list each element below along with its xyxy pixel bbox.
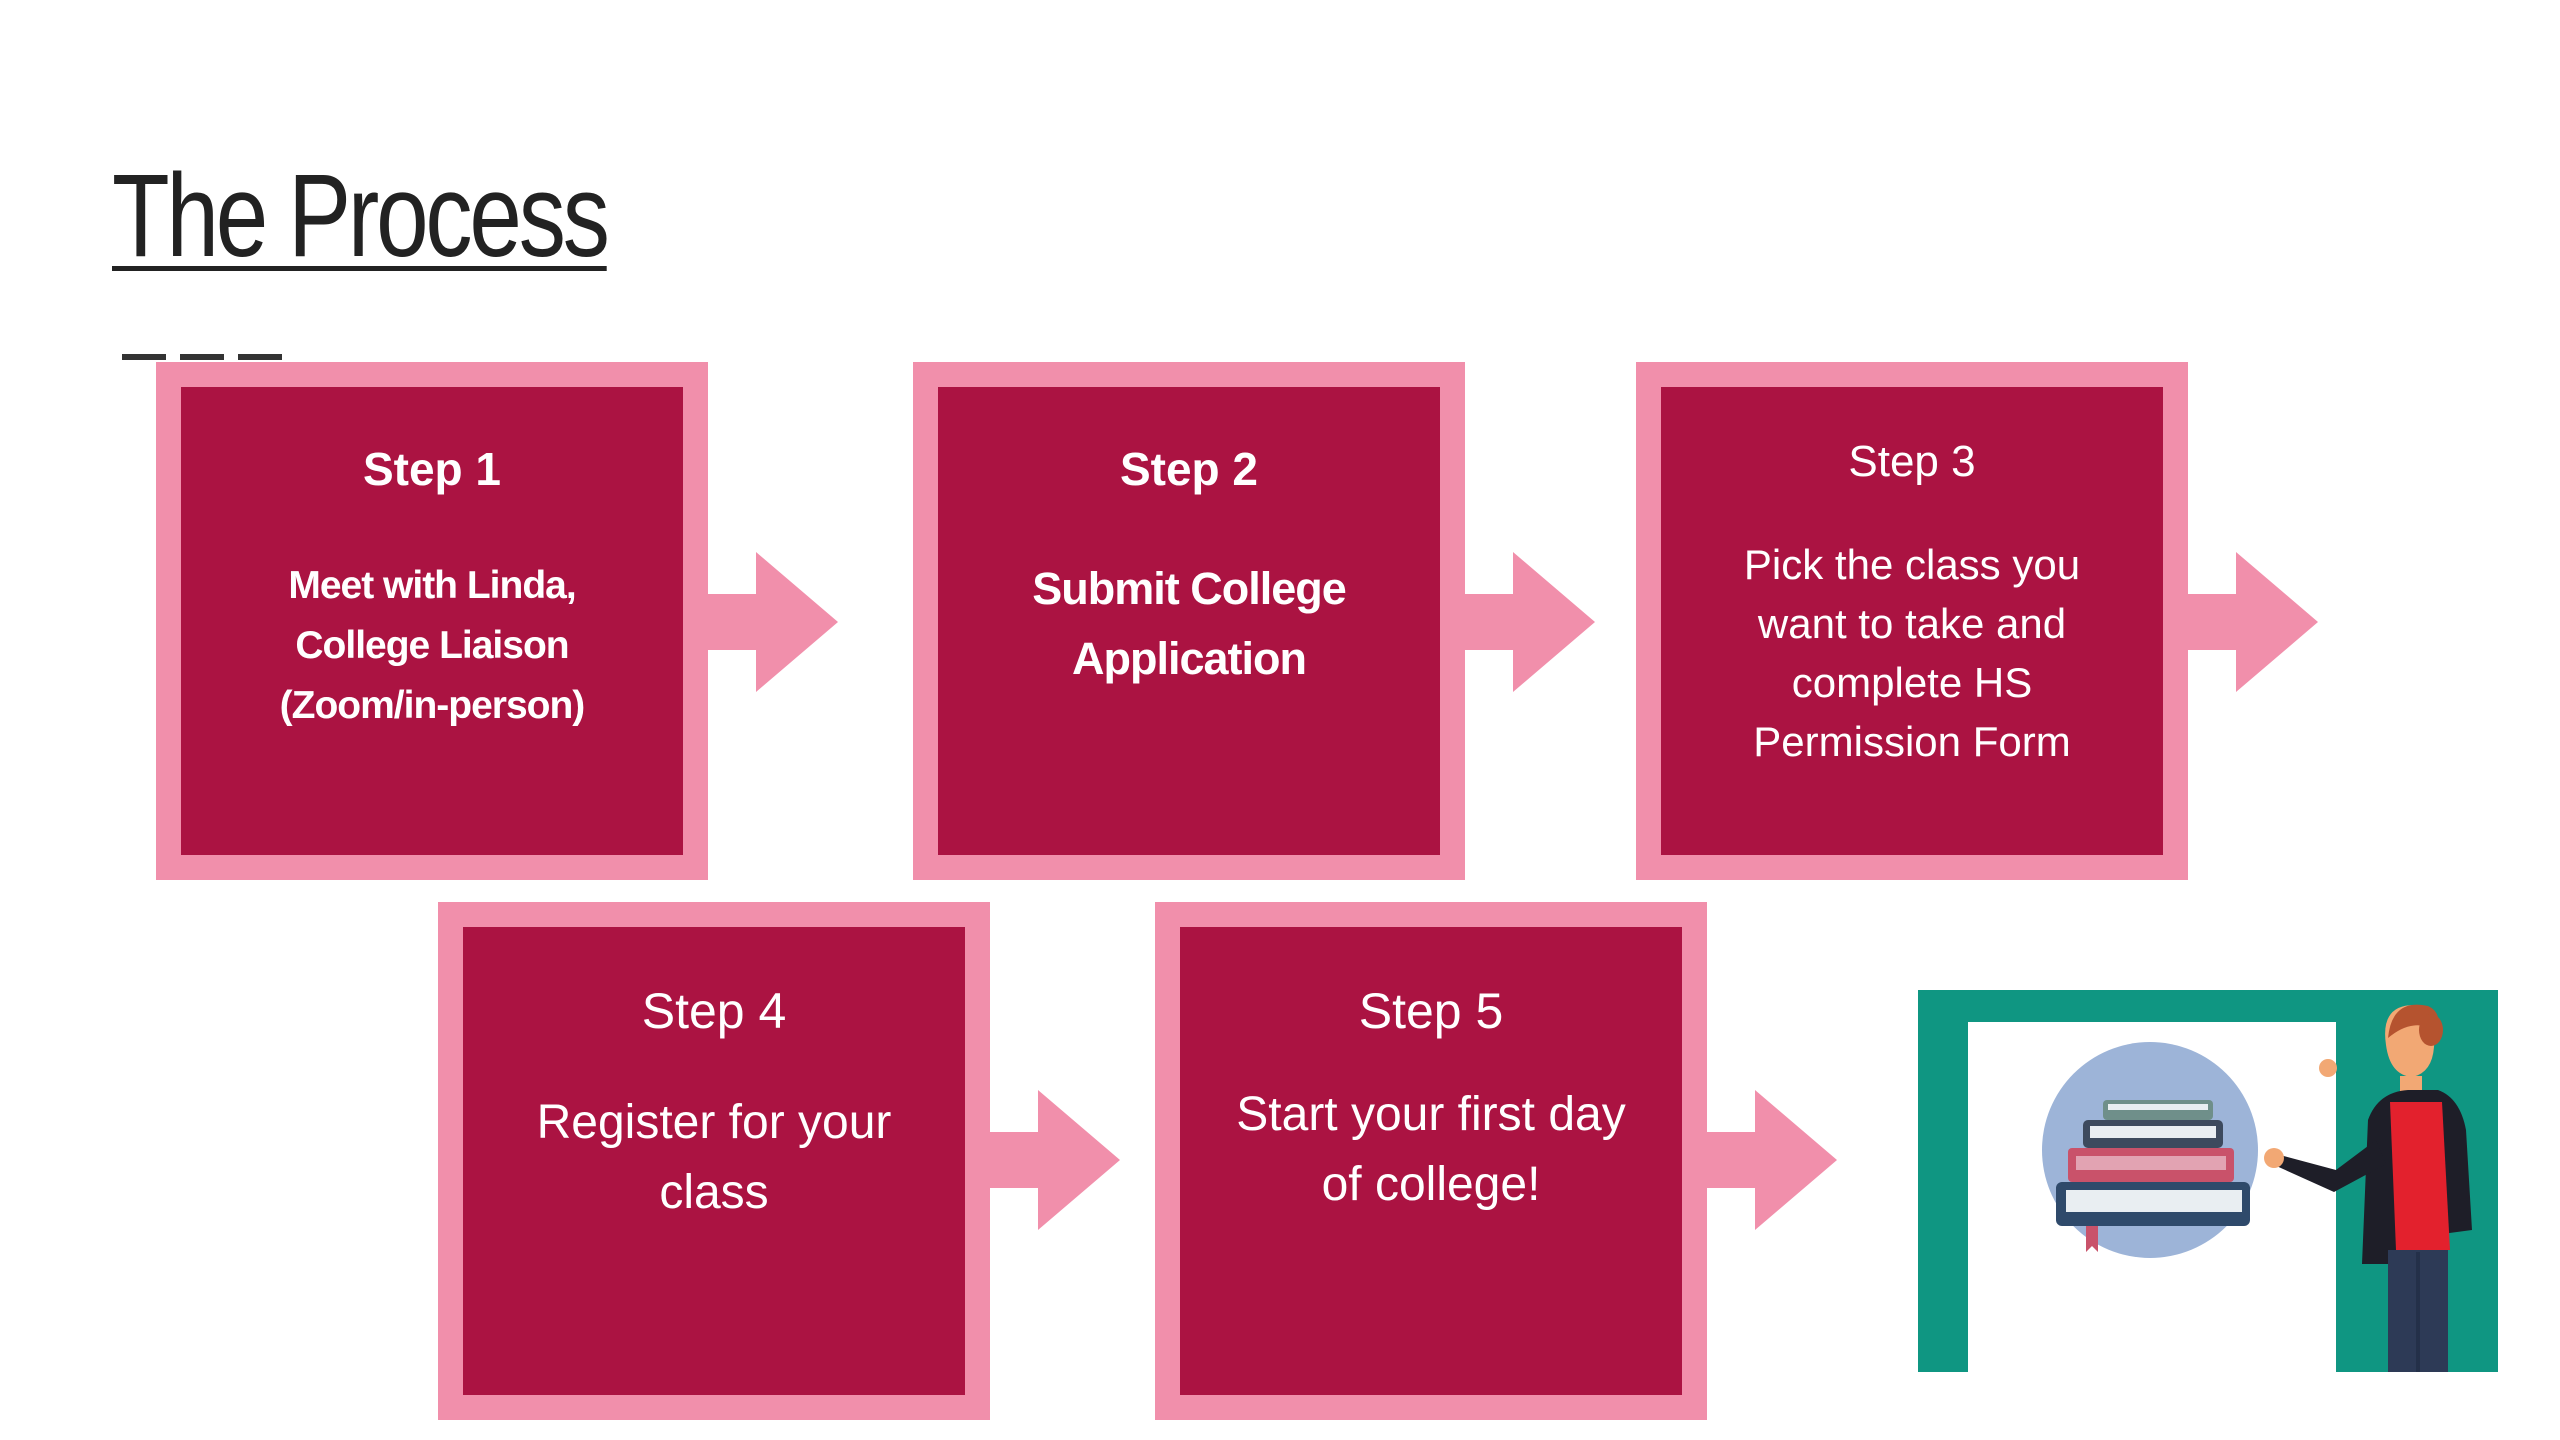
teacher-with-books-illustration	[1918, 990, 2498, 1372]
slide-title: The Process	[112, 150, 610, 282]
right-arrow-icon	[708, 552, 838, 692]
step-5-box: Step 5 Start your first day of college!	[1155, 902, 1707, 1420]
step-4-text: Register for your class	[536, 1096, 892, 1219]
right-arrow-icon	[1465, 552, 1595, 692]
right-arrow-icon	[1707, 1090, 1837, 1230]
step-3-box: Step 3 Pick the class you want to take a…	[1636, 362, 2188, 880]
step-3-inner: Step 3 Pick the class you want to take a…	[1661, 387, 2163, 855]
step-5-text: Start your first day of college!	[1236, 1088, 1626, 1211]
step-5-title: Step 5	[1358, 983, 1504, 1039]
step-2-box: Step 2 Submit College Application	[913, 362, 1465, 880]
step-1-inner: Step 1 Meet with Linda, College Liaison …	[181, 387, 683, 855]
step-1-text: Meet with Linda, College Liaison (Zoom/i…	[279, 564, 586, 727]
step-2-title: Step 2	[1119, 443, 1259, 495]
right-arrow-icon	[2188, 552, 2318, 692]
step-4-inner: Step 4 Register for your class	[463, 927, 965, 1395]
step-3-text: Pick the class you want to take and comp…	[1743, 541, 2081, 765]
step-5-inner: Step 5 Start your first day of college!	[1180, 927, 1682, 1395]
step-1-title: Step 1	[362, 443, 502, 495]
step-4-box: Step 4 Register for your class	[438, 902, 990, 1420]
step-1-box: Step 1 Meet with Linda, College Liaison …	[156, 362, 708, 880]
step-2-text: Submit College Application	[1032, 563, 1347, 684]
step-3-title: Step 3	[1848, 437, 1976, 486]
title-divider	[122, 354, 282, 360]
step-4-title: Step 4	[641, 983, 787, 1039]
step-2-inner: Step 2 Submit College Application	[938, 387, 1440, 855]
right-arrow-icon	[990, 1090, 1120, 1230]
